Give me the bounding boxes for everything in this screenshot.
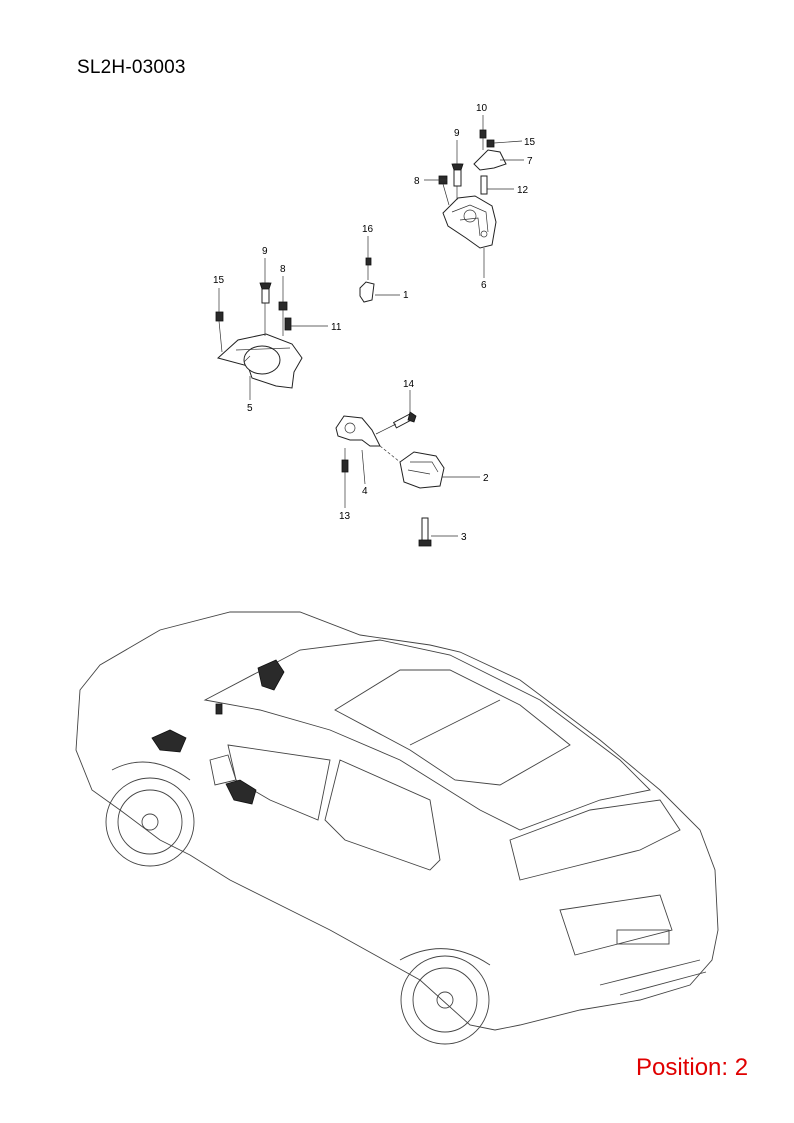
bolt-11 (284, 317, 292, 331)
screw-16 (365, 257, 372, 266)
callout-16: 16 (362, 224, 374, 235)
front-wheel (105, 777, 195, 867)
clip-1 (359, 281, 375, 303)
bracket-4 (335, 415, 381, 447)
callout-9-left: 9 (262, 246, 268, 257)
vehicle-illustration (75, 611, 719, 1045)
callout-9-right: 9 (454, 128, 460, 139)
vehicle-sunroof (334, 669, 571, 786)
callout-6: 6 (481, 280, 487, 291)
callout-labels: 1 2 3 4 5 6 7 8 9 10 11 12 13 14 15 16 8… (213, 103, 536, 543)
callout-4: 4 (362, 486, 368, 497)
callout-12: 12 (517, 185, 529, 196)
callout-11: 11 (331, 322, 342, 333)
mount-assembly-right (438, 129, 507, 249)
vehicle-side-window (324, 759, 441, 871)
callout-3: 3 (461, 532, 467, 543)
leader-lines (218, 115, 524, 537)
position-label: Position: 2 (636, 1054, 749, 1081)
callout-15-left: 15 (213, 275, 225, 286)
nut-8-left (278, 301, 288, 311)
callout-8-right: 8 (414, 176, 420, 187)
drawing-code: SL2H-03003 (77, 57, 186, 78)
callout-8-left: 8 (280, 264, 286, 275)
vehicle-rear-window (509, 799, 681, 881)
vehicle-part-marker-clip (215, 703, 223, 715)
bracket-7 (473, 149, 507, 171)
vehicle-part-marker-bracket (151, 729, 187, 753)
nut-15-top (486, 139, 495, 148)
vehicle-part-marker-rear (225, 779, 257, 805)
callout-1: 1 (403, 290, 409, 301)
vehicle-part-marker-mount (257, 659, 285, 691)
bolt-13 (341, 459, 349, 473)
clip-assembly (359, 257, 375, 303)
bolt-10 (479, 129, 487, 139)
vehicle-front-door-window (227, 744, 331, 821)
vehicle-body-outline (75, 611, 719, 1031)
callout-13: 13 (339, 511, 351, 522)
callout-14: 14 (403, 379, 415, 390)
nut-15-left (215, 311, 224, 322)
mount-body-2 (399, 451, 445, 489)
callout-10: 10 (476, 103, 488, 114)
callout-2: 2 (483, 473, 489, 484)
rear-wheel (400, 955, 490, 1045)
vehicle-roof (203, 639, 651, 831)
callout-5: 5 (247, 403, 253, 414)
mount-assembly-left (215, 282, 303, 389)
bolt-12 (480, 175, 488, 195)
mount-assembly-rear (335, 411, 445, 547)
callout-7: 7 (527, 156, 533, 167)
callout-15-right: 15 (524, 137, 536, 148)
